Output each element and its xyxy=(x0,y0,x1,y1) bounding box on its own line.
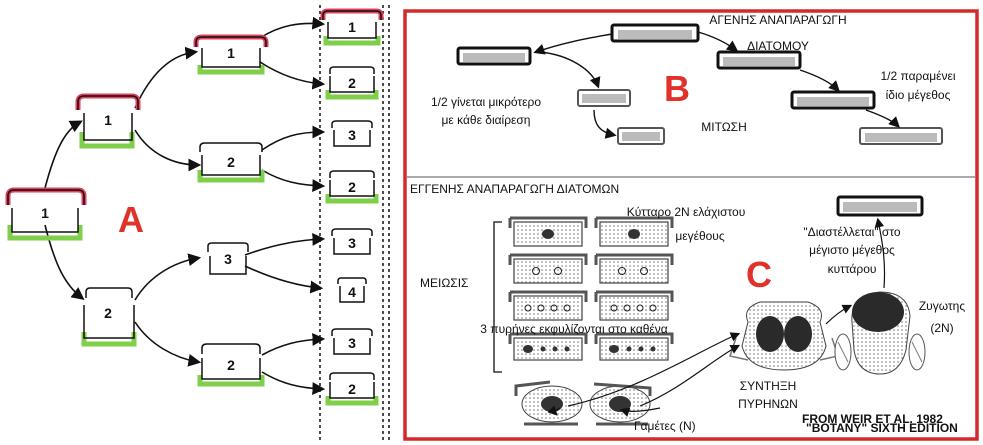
frustule xyxy=(577,89,631,107)
diatom-cell: 1 xyxy=(75,93,141,149)
frustule xyxy=(790,90,876,110)
cell-number: 2 xyxy=(348,381,356,397)
diatom-cell: 2 xyxy=(197,142,265,183)
frustule xyxy=(859,127,943,145)
gamete-cell xyxy=(514,380,583,426)
sexual-title: ΕΓΓΕΝΗΣ ΑΝΑΠΑΡΑΓΩΓΗ ΔΙΑΤΟΜΩΝ xyxy=(410,182,619,196)
fusion-label-line1: ΣΥΝΤΗΞΗ xyxy=(740,379,797,393)
cell-number: 2 xyxy=(348,75,356,91)
same-size-label-line2: ίδιο μέγεθος xyxy=(886,88,951,102)
diatom-cell: 2 xyxy=(325,170,379,204)
meiosis-stage xyxy=(594,216,674,247)
meiosis-stage xyxy=(594,290,674,321)
meiosis-stage xyxy=(594,332,674,361)
panel-c-letter: C xyxy=(746,254,772,295)
zygote-ploidy-label: (2N) xyxy=(930,321,953,335)
diatom-cell: 1 xyxy=(193,34,269,75)
frustule xyxy=(617,127,665,145)
diatom-cell: 2 xyxy=(197,343,265,387)
cell-number: 1 xyxy=(104,112,112,128)
gametes-label: Γαμέτες (Ν) xyxy=(634,419,696,433)
panel-a-letter: A xyxy=(118,199,144,240)
max-size-frustule xyxy=(836,195,924,217)
meiosis-stage xyxy=(508,332,588,361)
cell-number: 2 xyxy=(227,357,235,373)
cell-number: 2 xyxy=(227,154,235,170)
credit-line1: FROM WEIR ET AL. 1982 xyxy=(802,412,943,426)
same-size-label-line1: 1/2 παραμένει xyxy=(880,69,955,83)
diatom-cell: 3 xyxy=(331,328,373,355)
frustule xyxy=(716,50,802,70)
cell-number: 1 xyxy=(348,19,356,35)
asexual-title-line1: ΑΓΕΝΗΣ ΑΝΑΠΑΡΑΓΩΓΗ xyxy=(709,13,846,27)
meiosis-label: ΜΕΙΩΣΙΣ xyxy=(420,276,468,290)
diatom-cell: 3 xyxy=(207,242,249,275)
diatom-cell: 3 xyxy=(331,228,373,255)
meiosis-stage xyxy=(594,253,674,284)
min-cell-label-line1: Κύτταρο 2Ν ελάχιστου xyxy=(627,205,746,219)
diatom-cell: 2 xyxy=(325,66,379,100)
expands-label-line3: κυττάρου xyxy=(828,262,877,276)
diatom-cell: 1 xyxy=(320,8,384,46)
panel-b: ΑΓΕΝΗΣ ΑΝΑΠΑΡΑΓΩΓΗ ΔΙΑΤΟΜΟΥ 1/2 γίνεται … xyxy=(431,13,956,145)
cell-number: 3 xyxy=(348,127,356,143)
credit-line2: "BOTANY" SIXTH EDITION xyxy=(806,421,958,435)
frustule xyxy=(610,23,700,43)
cell-number: 3 xyxy=(348,335,356,351)
meiosis-stage xyxy=(508,216,588,247)
zygote-cell xyxy=(834,291,926,375)
cell-number: 3 xyxy=(348,235,356,251)
smaller-label-line2: με κάθε διαίρεση xyxy=(442,113,531,127)
cell-number: 2 xyxy=(348,179,356,195)
meiosis-stage xyxy=(508,290,588,321)
asexual-title-line2: ΔΙΑΤΟΜΟΥ xyxy=(747,39,809,53)
cell-number: 1 xyxy=(227,45,235,61)
panel-a: 1 1 2 1 2 xyxy=(5,5,390,440)
cell-number: 2 xyxy=(104,305,112,321)
panel-b-letter: B xyxy=(664,68,690,109)
smaller-label-line1: 1/2 γίνεται μικρότερο xyxy=(431,95,541,109)
cell-number: 3 xyxy=(224,251,232,267)
expands-label-line1: "Διαστέλλεται" στο xyxy=(803,225,900,239)
nuclear-fusion-cell xyxy=(729,301,839,371)
diatom-cell: 3 xyxy=(331,120,373,147)
diatom-cell: 2 xyxy=(325,372,379,406)
fusion-label-line2: ΠΥΡΗΝΩΝ xyxy=(738,397,798,411)
meiosis-stage xyxy=(508,253,588,284)
cell-number: 4 xyxy=(348,284,356,300)
degenerate-nuclei-label: 3 πυρήνες εκφυλίζονται στο καθένα xyxy=(480,322,667,336)
expands-label-line2: μέγιστο μέγεθος xyxy=(809,243,895,257)
cell-number: 1 xyxy=(41,205,49,221)
diatom-cell: 1 xyxy=(5,187,87,241)
min-cell-label-line2: μεγέθους xyxy=(675,229,725,243)
zygote-label: Ζυγωτης xyxy=(919,299,966,313)
panel-c: ΕΓΓΕΝΗΣ ΑΝΑΠΑΡΑΓΩΓΗ ΔΙΑΤΟΜΩΝ ΜΕΙΩΣΙΣ xyxy=(410,182,965,435)
mitosis-label: ΜΙΤΩΣΗ xyxy=(701,120,747,134)
diatom-cell: 4 xyxy=(337,277,367,303)
panel-frame xyxy=(403,9,979,441)
diatom-cell: 2 xyxy=(81,287,137,347)
frustule xyxy=(456,46,532,66)
